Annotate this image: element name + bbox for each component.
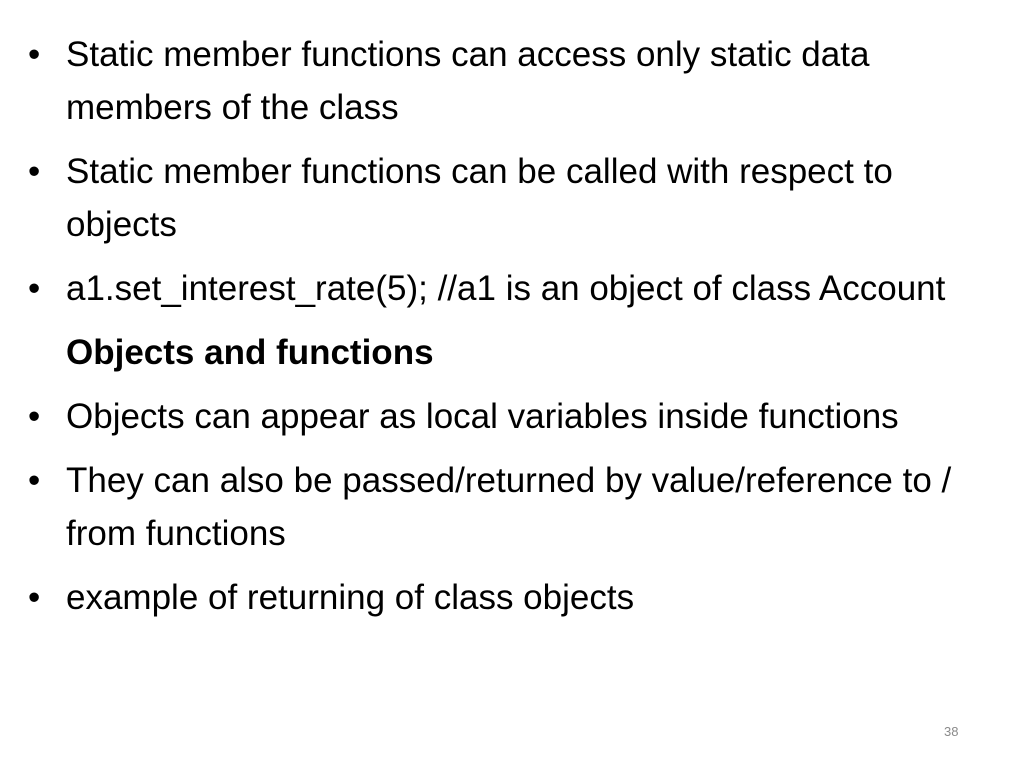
bullet-dot-icon: •: [28, 397, 41, 436]
bullet-item-code-example: • a1.set_interest_rate(5); //a1 is an ob…: [28, 262, 988, 315]
section-heading-text: Objects and functions: [66, 333, 434, 372]
bullet-text: a1.set_interest_rate(5); //a1 is an obje…: [66, 269, 946, 308]
bullet-dot-icon: •: [28, 35, 41, 74]
bullet-item-passed-returned: • They can also be passed/returned by va…: [28, 454, 988, 560]
bullet-text: example of returning of class objects: [66, 578, 635, 617]
bullet-item-local-variables: • Objects can appear as local variables …: [28, 390, 988, 443]
bullet-text: They can also be passed/returned by valu…: [66, 461, 952, 553]
bullet-list: • Static member functions can access onl…: [28, 28, 988, 635]
bullet-dot-icon: •: [28, 269, 41, 308]
bullet-dot-icon: •: [28, 152, 41, 191]
bullet-item-returning-example: • example of returning of class objects: [28, 571, 988, 624]
bullet-text: Static member functions can access only …: [66, 35, 870, 127]
bullet-text: Objects can appear as local variables in…: [66, 397, 899, 436]
section-heading: Objects and functions: [28, 326, 988, 379]
bullet-item-static-called: • Static member functions can be called …: [28, 145, 988, 251]
bullet-dot-icon: •: [28, 461, 41, 500]
bullet-dot-icon: •: [28, 578, 41, 617]
page-number: 38: [944, 724, 959, 739]
bullet-item-static-access: • Static member functions can access onl…: [28, 28, 988, 134]
bullet-text: Static member functions can be called wi…: [66, 152, 893, 244]
